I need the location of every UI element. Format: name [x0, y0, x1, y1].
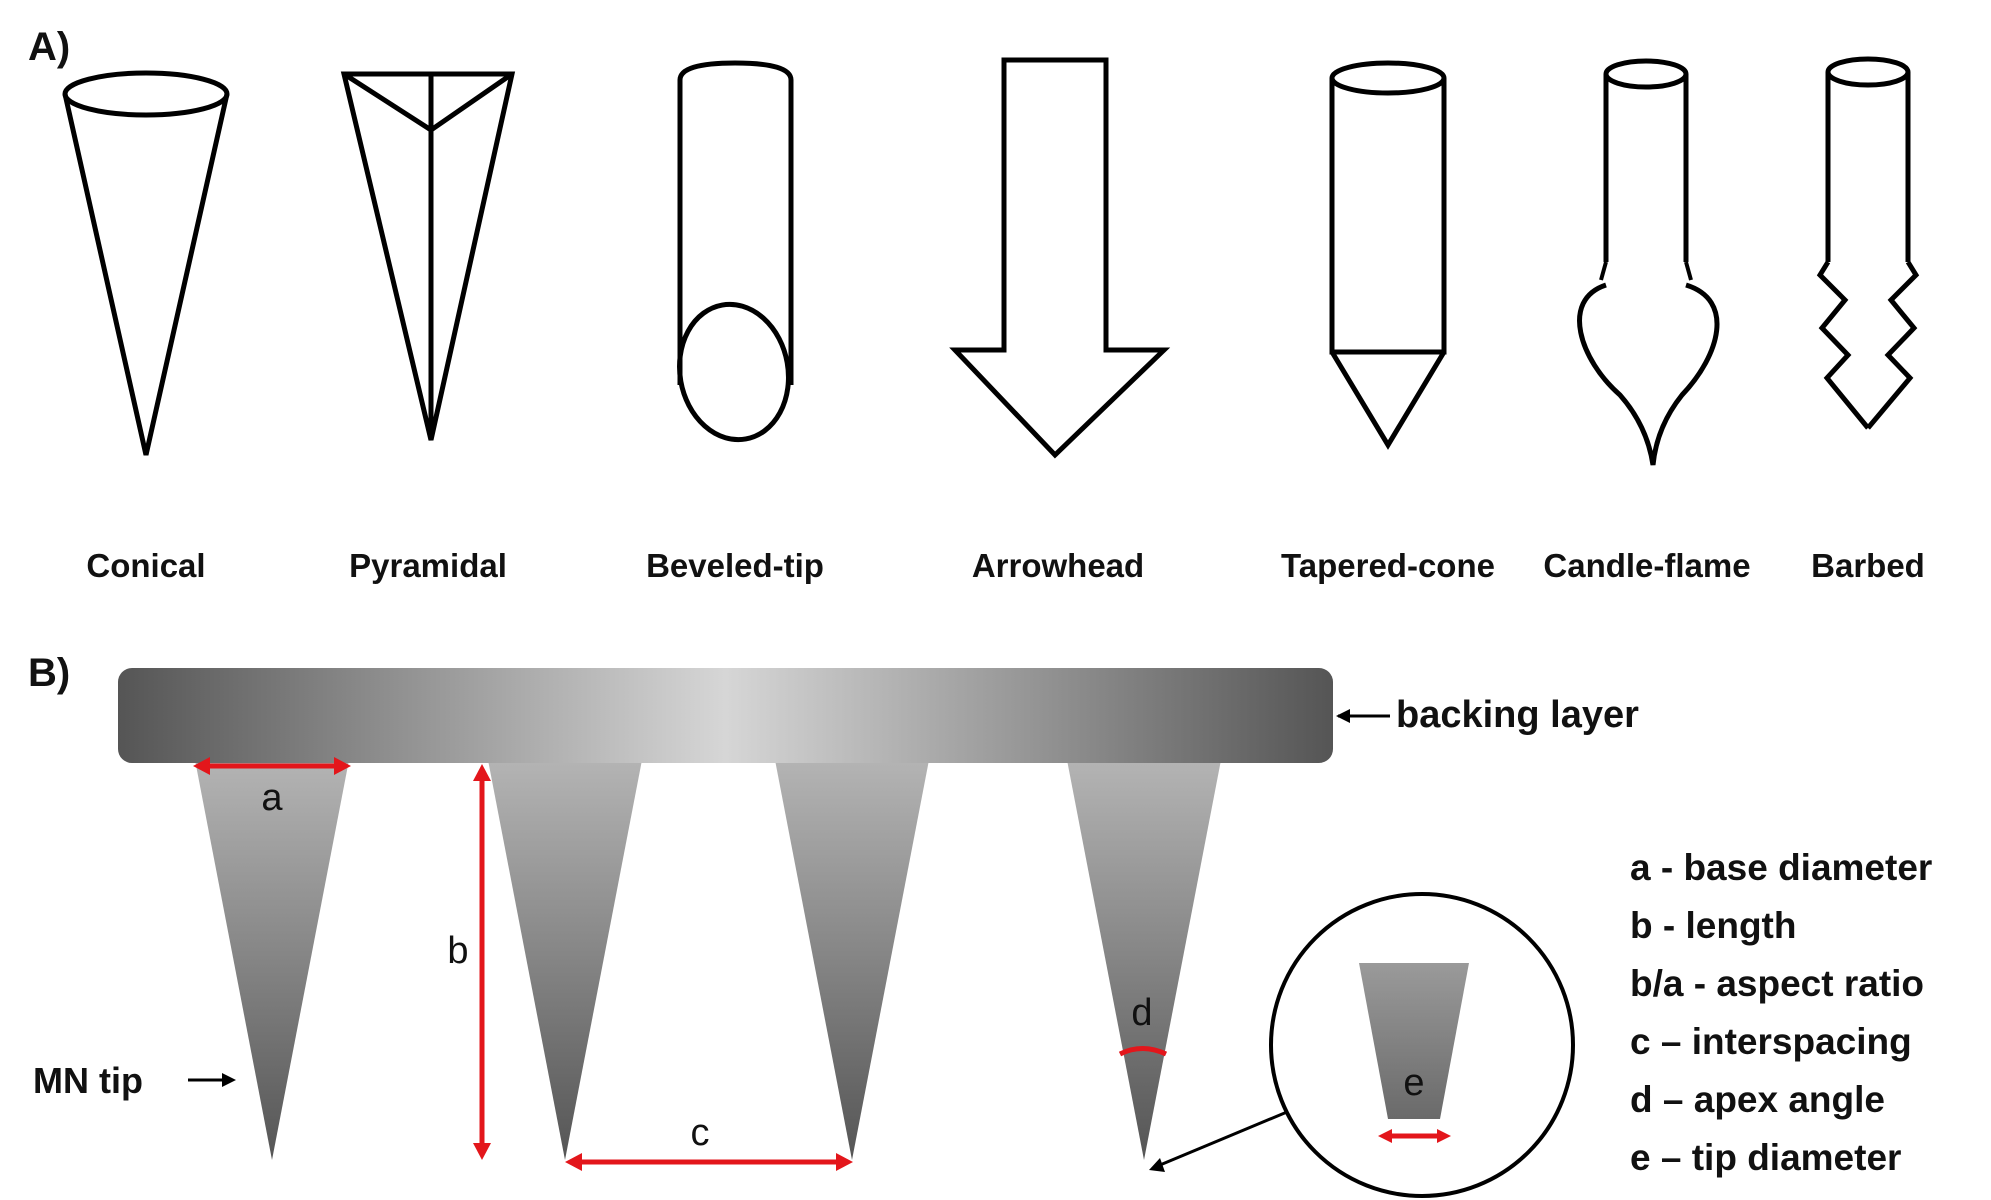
legend-item: b/a - aspect ratio: [1630, 963, 1924, 1004]
marker-c: c: [691, 1112, 710, 1154]
panel-b: B) backing layer a b c: [28, 651, 1932, 1198]
shape-label-barbed: Barbed: [1811, 547, 1925, 584]
dimension-a-arrow: [193, 757, 351, 775]
dimension-e-arrow: [1378, 1129, 1451, 1143]
arrowhead-shape: [949, 57, 1171, 459]
shape-label-pyramidal: Pyramidal: [349, 547, 507, 584]
panel-a: A): [28, 25, 1925, 584]
beveled-tip-shape: [677, 60, 794, 443]
panel-b-label: B): [28, 651, 70, 695]
backing-layer-arrowhead: [1336, 709, 1350, 723]
backing-layer-label: backing layer: [1396, 694, 1639, 736]
shape-label-candle-flame: Candle-flame: [1543, 547, 1750, 584]
panel-a-label: A): [28, 25, 70, 69]
inset-pointer: [1159, 1110, 1288, 1167]
pyramidal-shape: [340, 71, 516, 441]
magnified-tip: [1359, 963, 1469, 1119]
shape-label-conical: Conical: [86, 547, 205, 584]
shape-label-tapered-cone: Tapered-cone: [1281, 547, 1495, 584]
legend-item: c – interspacing: [1630, 1021, 1912, 1062]
barbed-shape: [1816, 56, 1920, 430]
marker-d: d: [1131, 992, 1152, 1034]
backing-layer: [118, 668, 1333, 763]
shape-label-beveled-tip: Beveled-tip: [646, 547, 824, 584]
legend-item: b - length: [1630, 905, 1796, 946]
legend-item: e – tip diameter: [1630, 1137, 1901, 1178]
tapered-cone-shape: [1329, 60, 1447, 450]
inset-pointer-arrowhead: [1149, 1158, 1165, 1172]
microneedle-3: [775, 760, 929, 1160]
candle-flame-shape: [1577, 58, 1720, 466]
microneedle-4: [1067, 760, 1221, 1160]
marker-b: b: [447, 930, 468, 972]
dimension-c-arrow: [565, 1153, 853, 1171]
legend-item: a - base diameter: [1630, 847, 1932, 888]
mn-tip-arrowhead: [222, 1073, 236, 1087]
conical-shape: [62, 70, 230, 456]
legend-item: d – apex angle: [1630, 1079, 1885, 1120]
dimension-d-arc: [1118, 1046, 1168, 1057]
marker-e: e: [1403, 1062, 1424, 1104]
dimension-legend: a - base diameter b - length b/a - aspec…: [1630, 847, 1932, 1178]
dimension-b-arrow: [473, 764, 491, 1160]
microneedle-2: [488, 760, 642, 1160]
shape-label-arrowhead: Arrowhead: [972, 547, 1144, 584]
microneedle-1: [195, 760, 349, 1160]
mn-tip-label: MN tip: [33, 1060, 143, 1101]
marker-a: a: [261, 777, 283, 819]
